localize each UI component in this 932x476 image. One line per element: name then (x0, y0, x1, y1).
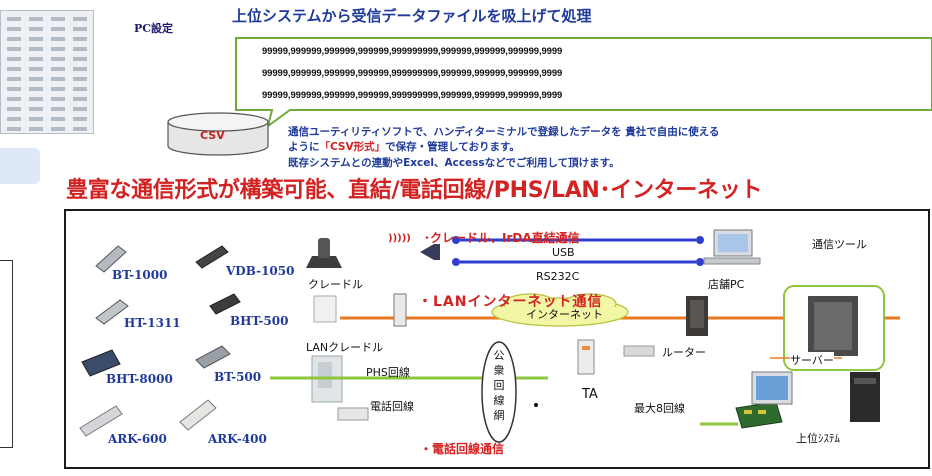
public-network-label: 公 衆 回 線 網 (492, 348, 506, 423)
description-line-2-pre: ように (288, 141, 320, 153)
device-bt500: BT-500 (214, 370, 262, 384)
comm-tool-label: 通信ツール (812, 238, 867, 251)
vdb1050-device-icon (195, 245, 229, 269)
description-line-2: ように「CSV形式」で保存・管理しております。 (288, 139, 520, 154)
bt1000-device-icon (95, 245, 127, 273)
internet-label: インターネット (526, 308, 603, 321)
max-8-lines-label: 最大8回線 (634, 402, 685, 415)
device-vdb1050: VDB-1050 (226, 264, 295, 278)
public-net-char-1: 公 (493, 349, 505, 362)
lan-label: ・LANインターネット通信 (418, 294, 603, 310)
cradle-icon (306, 238, 342, 268)
device-ht1311: HT-1311 (124, 316, 181, 330)
lan-cradle-small-icon (313, 295, 337, 323)
device-ark600: ARK-600 (108, 432, 167, 446)
description-line-2-post: で保存・管理しております。 (385, 141, 520, 153)
public-net-char-2: 衆 (493, 364, 505, 377)
top-title: 上位システムから受信データファイルを吸上げて処理 (232, 7, 592, 25)
router-label: ルーター (662, 346, 706, 359)
screenshot-thumbnail (0, 10, 94, 134)
store-pc-icon (703, 229, 761, 265)
csv-cylinder-icon (167, 112, 269, 156)
usb-label: USB (552, 246, 575, 259)
bht8000-device-icon (81, 349, 121, 377)
csv-label: CSV (200, 129, 225, 142)
cradle-label: クレードル (308, 278, 363, 291)
router-icon (686, 296, 708, 336)
ark600-device-icon (79, 405, 123, 437)
ta-icon (577, 339, 595, 375)
lan-hub-icon (393, 293, 407, 327)
server-icon (808, 296, 858, 356)
cradle-irda-label: ･クレードル、IrDA直結通信 (424, 231, 580, 245)
callout-bubble (235, 37, 932, 129)
host-system-label: 上位ｼｽﾃﾑ (796, 432, 840, 445)
csv-data-line-2: 99999,999999,999999,999999,999999999,999… (262, 68, 563, 79)
public-net-char-4: 線 (493, 394, 505, 407)
device-ark400: ARK-400 (208, 432, 267, 446)
host-pc-icon (751, 371, 793, 405)
public-net-char-5: 網 (493, 409, 505, 422)
device-bht8000: BHT-8000 (106, 372, 173, 386)
irda-adapter-icon (420, 244, 440, 260)
ht1311-device-icon (95, 299, 129, 325)
store-pc-label: 店舗PC (708, 278, 745, 291)
side-highlight-box (0, 148, 40, 184)
csv-data-line-1: 99999,999999,999999,999999,999999999,999… (262, 46, 563, 57)
modem-icon (623, 345, 655, 357)
description-line-1: 通信ユーティリティソフトで、ハンディターミナルで登録したデータを 貴社で自由に使… (288, 126, 720, 138)
main-title: 豊富な通信形式が構築可能、直結/電話回線/PHS/LAN･インターネット (66, 178, 763, 203)
phone-modem-icon (337, 407, 369, 421)
device-bht500: BHT-500 (230, 314, 289, 328)
csv-data-line-3: 99999,999999,999999,999999,999999999,999… (262, 90, 563, 101)
device-bt1000: BT-1000 (112, 268, 168, 282)
phone-comm-label: ・電話回線通信 (420, 442, 505, 456)
phs-label: PHS回線 (366, 366, 410, 379)
public-net-char-3: 回 (493, 379, 505, 392)
description-line-3: 既存システムとの連動やExcel、Accessなどでご利用して頂けます。 (288, 157, 620, 169)
bt500-device-icon (195, 345, 231, 369)
ark400-device-icon (179, 399, 217, 431)
description-csv-emphasis: 「CSV形式」 (319, 141, 386, 153)
server-label: サーバー (790, 352, 834, 368)
lan-cradle-label: LANクレードル (306, 341, 384, 354)
irda-waves: ))))) (388, 233, 411, 244)
bht500-device-icon (209, 293, 241, 315)
host-tower-icon (850, 372, 880, 422)
internet-cloud-icon (491, 293, 629, 327)
pc-settings-label: PC設定 (134, 22, 174, 35)
public-network-oval (481, 341, 517, 443)
ta-label: TA (582, 387, 598, 402)
rs232c-label: RS232C (536, 270, 580, 283)
diagram-frame (64, 209, 930, 469)
side-frame-edge (0, 260, 13, 448)
phone-line-label: 電話回線 (370, 400, 414, 413)
